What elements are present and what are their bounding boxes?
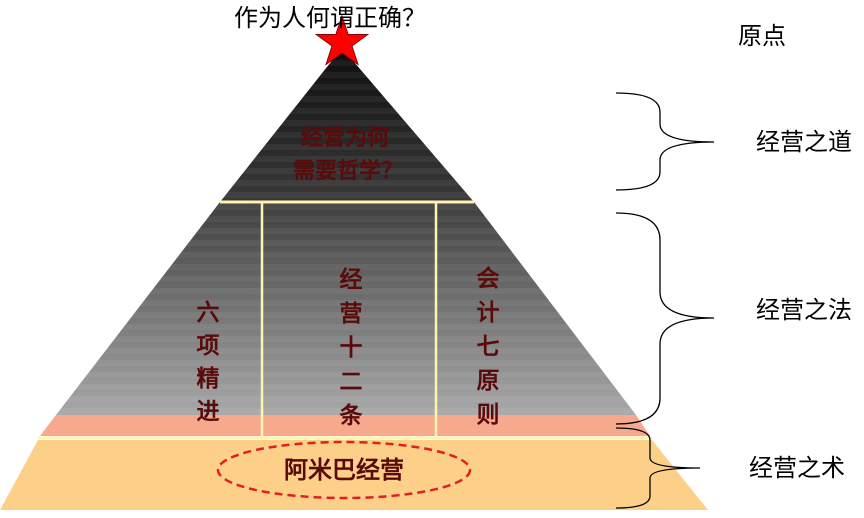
label-business-method: 经营之法 xyxy=(756,296,852,324)
brace-dao xyxy=(615,92,715,191)
column-1-char-4: 条 xyxy=(340,402,363,429)
label-business-technique: 经营之术 xyxy=(749,454,845,482)
column-2-char-3: 原 xyxy=(477,367,500,394)
apex-text-line-1: 经营为何 xyxy=(301,125,389,151)
column-0-char-3: 进 xyxy=(197,398,220,425)
column-0-char-0: 六 xyxy=(197,299,220,326)
column-1-char-0: 经 xyxy=(340,266,363,293)
base-text: 阿米巴经营 xyxy=(284,455,404,484)
apex-text-line-2: 需要哲学？ xyxy=(293,158,403,184)
base-highlight-ellipse xyxy=(216,440,472,500)
brace-fa xyxy=(615,212,715,425)
column-1-char-2: 十 xyxy=(340,334,363,361)
label-business-way: 经营之道 xyxy=(756,128,852,156)
column-2-char-2: 七 xyxy=(477,333,500,360)
star-icon xyxy=(314,14,370,66)
diagram-title: 作为人何谓正确？ xyxy=(234,4,426,32)
column-1-char-3: 二 xyxy=(340,368,363,395)
pyramid-apex-bands xyxy=(220,48,474,202)
pyramid-base-section xyxy=(0,440,708,510)
pyramid-middle-bands xyxy=(56,202,636,415)
column-0-char-2: 精 xyxy=(197,365,220,392)
column-1-char-1: 营 xyxy=(340,300,363,327)
column-2-char-1: 计 xyxy=(477,299,500,326)
pyramid-salmon-strip xyxy=(40,415,650,436)
column-2-char-4: 则 xyxy=(477,401,500,428)
origin-label: 原点 xyxy=(738,22,786,50)
column-2-char-0: 会 xyxy=(477,265,500,292)
column-0-char-1: 项 xyxy=(197,332,220,359)
brace-shu xyxy=(615,427,701,509)
